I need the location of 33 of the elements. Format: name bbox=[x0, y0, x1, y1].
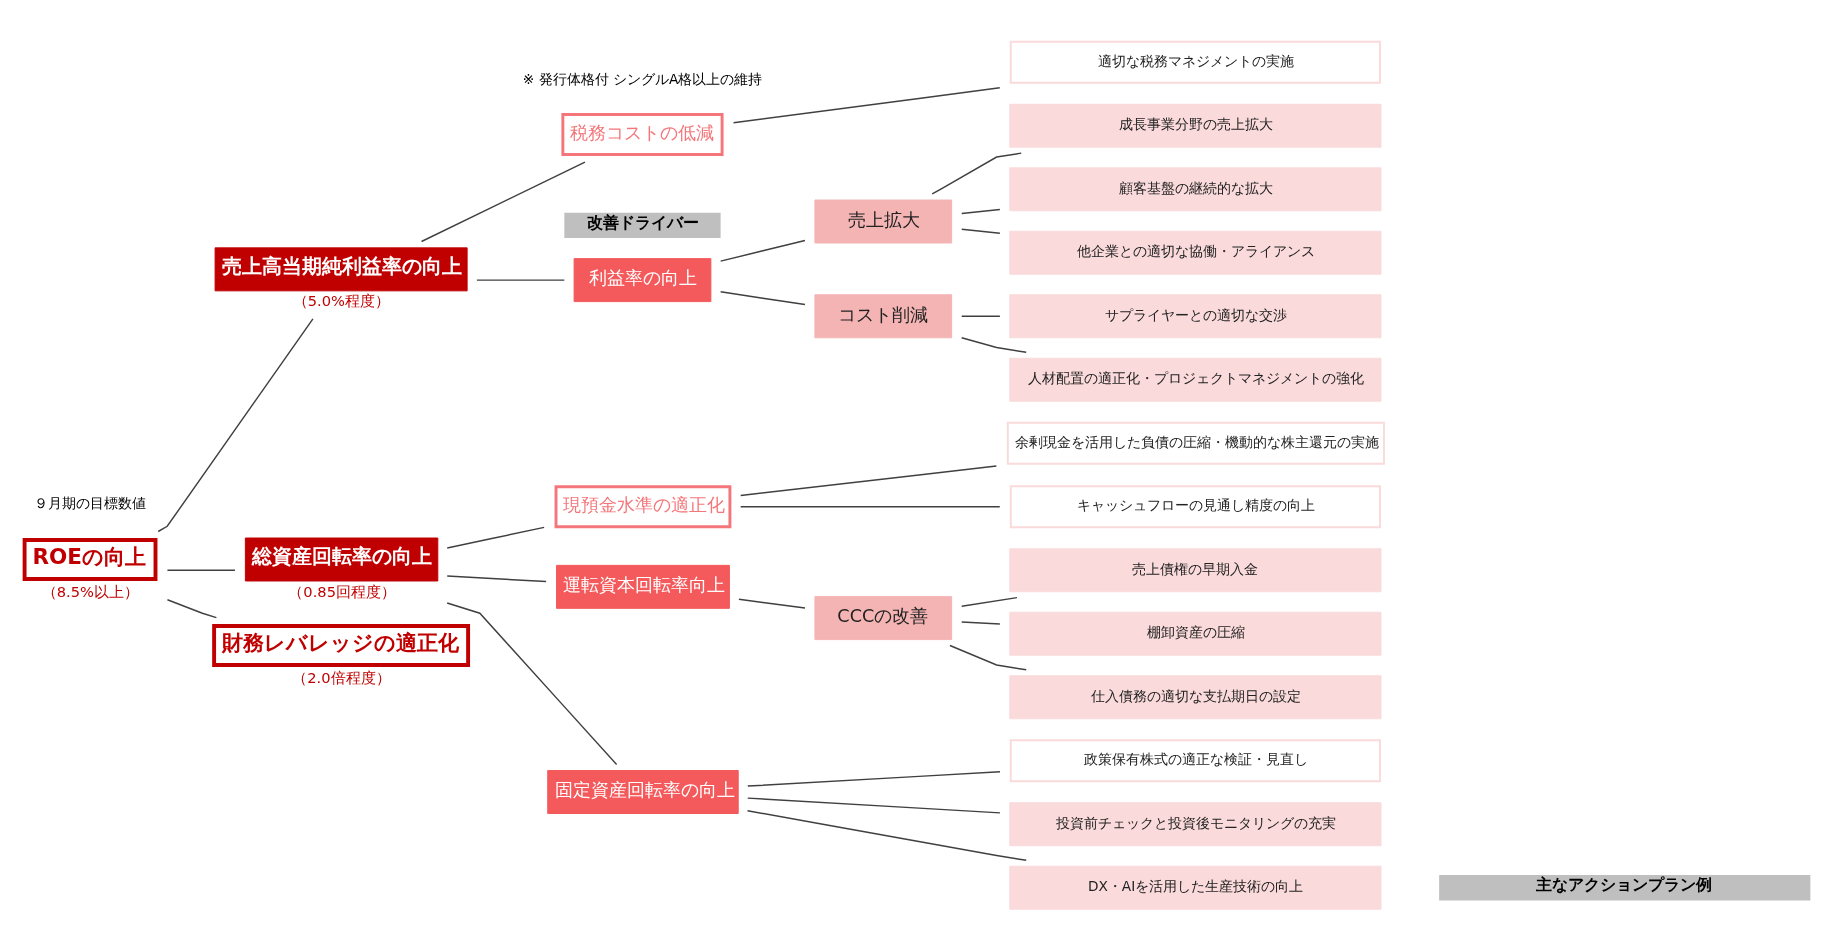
node-label: （2.0倍程度） bbox=[292, 668, 391, 686]
connector bbox=[747, 797, 1001, 814]
connector bbox=[961, 315, 1001, 317]
connector bbox=[739, 465, 998, 497]
connector bbox=[166, 569, 236, 571]
connector bbox=[719, 291, 806, 306]
connector bbox=[166, 599, 218, 619]
connector bbox=[738, 598, 806, 609]
connector bbox=[739, 506, 1001, 508]
connector bbox=[961, 228, 1001, 234]
connector bbox=[157, 318, 314, 533]
connector bbox=[961, 596, 1018, 607]
node-label: （8.5%以上） bbox=[41, 582, 139, 600]
connector bbox=[446, 602, 618, 766]
connector bbox=[931, 152, 1022, 195]
connector bbox=[960, 337, 1027, 354]
connector bbox=[420, 161, 586, 243]
label: 主なアクションプラン例 bbox=[1536, 875, 1713, 895]
connector bbox=[746, 809, 1027, 862]
connector bbox=[719, 239, 806, 262]
label: 改善ドライバー bbox=[586, 213, 699, 233]
connector bbox=[747, 771, 1001, 787]
connector bbox=[961, 621, 1001, 625]
label: ※ 発行体格付 シングルA格以上の維持 bbox=[522, 71, 763, 88]
label: ９月期の目標数値 bbox=[33, 495, 146, 512]
node-label: （5.0%程度） bbox=[292, 292, 390, 310]
connector bbox=[732, 87, 1001, 124]
connector bbox=[476, 279, 566, 281]
node-label: （0.85回程度） bbox=[288, 582, 396, 600]
connector bbox=[446, 575, 547, 583]
connector bbox=[961, 208, 1001, 215]
connector bbox=[949, 644, 1027, 671]
connector bbox=[446, 526, 545, 549]
